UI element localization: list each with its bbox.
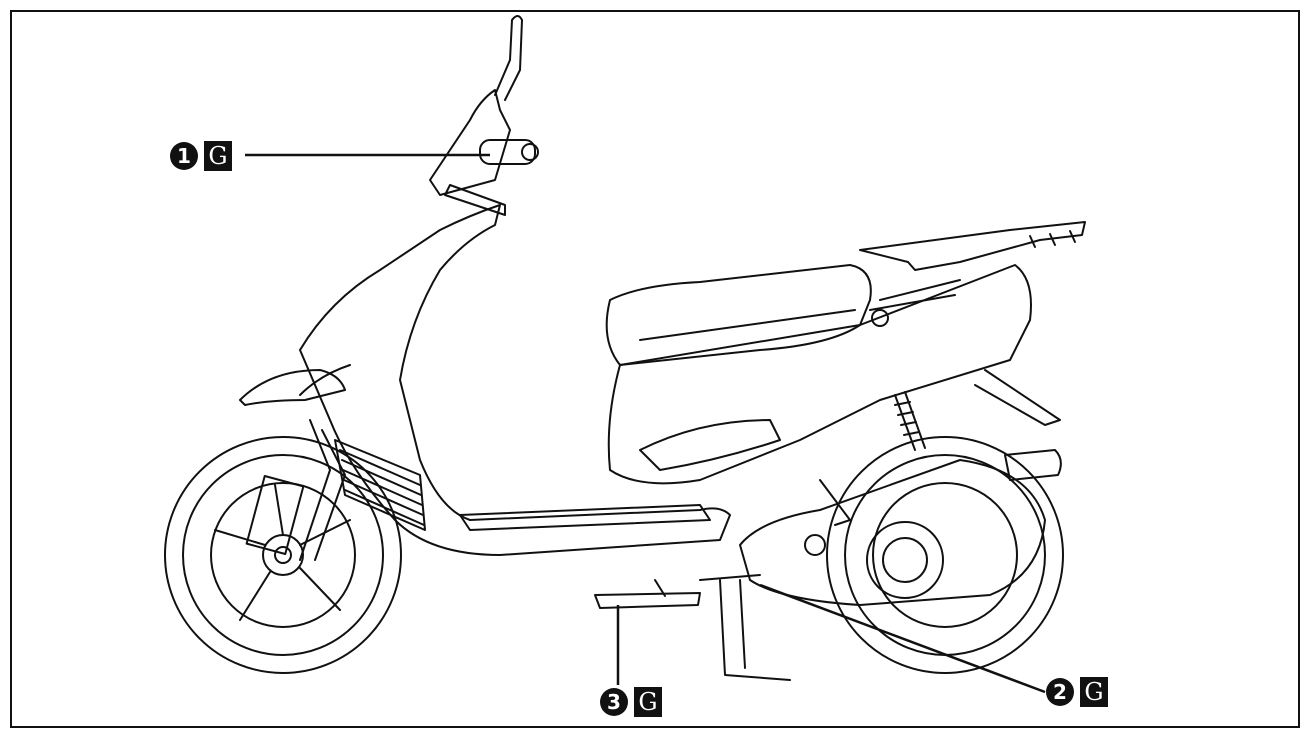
rear-mudguard (974, 369, 1061, 426)
callout-3: 3 G (600, 687, 662, 717)
callout-1-code: G (204, 141, 232, 171)
side-vent (334, 439, 426, 531)
callout-2-code: G (1080, 677, 1108, 707)
leader-line-2 (759, 583, 1046, 694)
rear-body (607, 264, 1032, 485)
mirror-stem (494, 15, 523, 101)
handlebar-headset (429, 89, 511, 196)
callout-3-code: G (634, 687, 662, 717)
diagram-frame (10, 10, 1300, 728)
front-body (299, 204, 731, 556)
front-wheel (164, 436, 402, 674)
callout-3-number: 3 (600, 688, 628, 716)
callout-1: 1 G (170, 141, 232, 171)
front-fender (239, 369, 346, 406)
footrest (594, 592, 701, 609)
rear-wheel (826, 436, 1064, 674)
rear-rack (859, 221, 1086, 271)
centre-stand (719, 579, 791, 681)
seat (605, 264, 872, 366)
floorboard (459, 504, 711, 531)
callout-2: 2 G (1046, 677, 1108, 707)
front-fork (299, 419, 346, 561)
engine-cvt-cover (739, 459, 1046, 606)
right-grip (479, 139, 536, 165)
callout-1-number: 1 (170, 142, 198, 170)
transmission-hub (866, 521, 944, 599)
callout-2-number: 2 (1046, 678, 1074, 706)
